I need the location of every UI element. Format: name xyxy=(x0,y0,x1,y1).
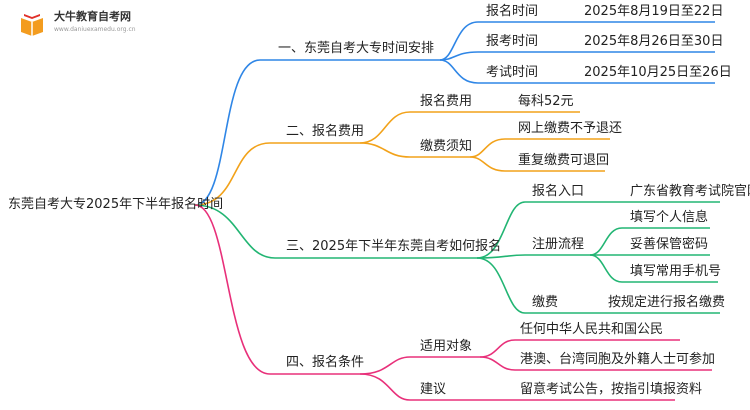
branch-4-item-2-label: 建议 xyxy=(420,382,447,397)
edge-root-branch-3 xyxy=(194,204,276,259)
branch-2-label: 二、报名费用 xyxy=(286,124,365,139)
branch-3-item-2-value-2: 妥善保管密码 xyxy=(630,237,709,252)
branch-1-item-3-label: 考试时间 xyxy=(486,65,539,80)
branch-4-item-1-value-1: 任何中华人民共和国公民 xyxy=(520,322,664,337)
branch-1-item-2-value: 2025年8月26日至30日 xyxy=(584,34,724,49)
branch-2-item-2-value-2: 重复缴费可退回 xyxy=(518,153,610,168)
branch-4-item-2-value-1: 留意考试公告，按指引填报资料 xyxy=(520,382,703,397)
edge-root-branch-1 xyxy=(194,59,261,206)
branch-3-item-2-label: 注册流程 xyxy=(532,237,585,252)
branch-1-item-3-value: 2025年10月25日至26日 xyxy=(584,65,732,80)
branch-3-item-2-value-3: 填写常用手机号 xyxy=(630,264,722,279)
book-logo-icon xyxy=(21,14,43,36)
branch-4-label: 四、报名条件 xyxy=(286,355,365,370)
site-logo: 大牛教育自考网 www.daniuexamedu.org.cn xyxy=(8,6,158,40)
branch-3-item-2-value-1: 填写个人信息 xyxy=(630,210,709,225)
branch-3-label: 三、2025年下半年东莞自考如何报名 xyxy=(286,239,502,254)
branch-3-item-1-value-1: 广东省教育考试院官网 xyxy=(630,184,750,199)
root-node: 东莞自考大专2025年下半年报名时间 xyxy=(8,197,224,212)
branch-2-item-1-label: 报名费用 xyxy=(420,94,473,109)
branch-1-item-2-label: 报考时间 xyxy=(486,34,539,49)
branch-2-item-1-value-1: 每科52元 xyxy=(518,94,574,109)
branch-3-item-3-value-1: 按规定进行报名缴费 xyxy=(608,295,726,310)
branch-4-item-1-value-2: 港澳、台湾同胞及外籍人士可参加 xyxy=(520,352,716,367)
logo-title: 大牛教育自考网 xyxy=(54,10,131,23)
branch-2-item-2-value-1: 网上缴费不予退还 xyxy=(518,121,623,136)
branch-1-item-1-label: 报名时间 xyxy=(486,4,539,19)
branch-3-item-1-label: 报名入口 xyxy=(532,184,585,199)
branch-3-item-3-label: 缴费 xyxy=(532,295,559,310)
branch-1-item-1-value: 2025年8月19日至22日 xyxy=(584,4,724,19)
edge-root-branch-4 xyxy=(194,204,271,375)
branch-2-item-2-label: 缴费须知 xyxy=(420,139,473,154)
edge-root-branch-2 xyxy=(194,142,271,206)
branch-1-label: 一、东莞自考大专时间安排 xyxy=(278,41,435,56)
logo-url: www.daniuexamedu.org.cn xyxy=(54,26,136,33)
branch-4-item-1-label: 适用对象 xyxy=(420,339,473,354)
